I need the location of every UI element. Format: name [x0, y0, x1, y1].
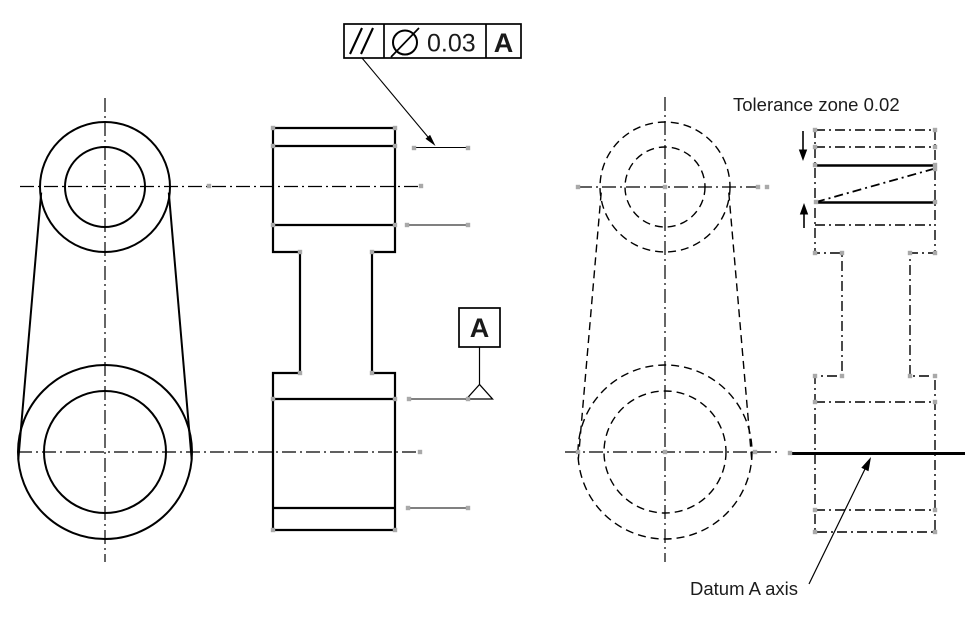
grip-handle	[465, 396, 471, 402]
grip-handle	[392, 143, 398, 149]
grip-handle	[662, 449, 668, 455]
grip-handle	[839, 373, 845, 379]
datum-triangle-icon	[465, 383, 494, 400]
grip-handle	[755, 184, 761, 190]
datum-axis-leader-line	[808, 468, 866, 585]
grip-handle	[465, 505, 471, 511]
upper-boss-outer-circle	[39, 121, 171, 253]
front-view-solid	[17, 98, 421, 562]
grip-handle	[392, 527, 398, 533]
grip-handle	[812, 529, 818, 535]
front-view-dashed	[565, 97, 780, 562]
grip-handle	[418, 183, 424, 189]
side-view-dashed	[814, 129, 936, 533]
grip-handle	[932, 199, 938, 205]
grip-handle	[812, 250, 818, 256]
feature-control-frame: 0.03 A	[343, 23, 522, 146]
side-view-outline	[271, 126, 397, 532]
upper-boss-hole-circle	[64, 146, 146, 228]
grip-handle	[411, 145, 417, 151]
lower-boss-hole-circle	[43, 390, 167, 514]
fcf-tolerance-value: 0.03	[427, 30, 476, 58]
grip-handle	[907, 373, 913, 379]
selection-grips	[206, 125, 938, 535]
grip-handle	[813, 199, 819, 205]
datum-axis-callout: Datum A axis	[690, 452, 965, 599]
down-arrow-icon	[798, 131, 808, 161]
fcf-border	[343, 23, 522, 59]
lower-boss-outer-circle	[577, 364, 753, 540]
grip-handle	[932, 250, 938, 256]
grip-handle	[270, 527, 276, 533]
upper-boss-outer-circle	[599, 121, 731, 253]
grip-handle	[752, 449, 758, 455]
grip-handle	[392, 396, 398, 402]
upper-boss-hole-circle	[624, 146, 706, 228]
fcf-datum-reference: A	[494, 28, 514, 58]
grip-handle	[369, 370, 375, 376]
grip-handle	[812, 144, 818, 150]
up-arrow-icon	[799, 203, 809, 228]
fcf-leader-line	[361, 57, 434, 144]
grip-handle	[932, 529, 938, 535]
grip-handle	[392, 222, 398, 228]
grip-handle	[662, 184, 668, 190]
grip-handle	[812, 162, 818, 168]
grip-handle	[575, 449, 581, 455]
left-tangent-edge	[577, 192, 602, 460]
grip-handle	[404, 222, 410, 228]
grip-handle	[575, 184, 581, 190]
tolerance-zone-callout: Tolerance zone 0.02	[733, 94, 936, 228]
grip-handle	[932, 127, 938, 133]
grip-handle	[270, 125, 276, 131]
grip-handle	[932, 373, 938, 379]
grip-handle	[270, 143, 276, 149]
datum-feature-symbol: A	[458, 307, 501, 400]
grip-handle	[932, 162, 938, 168]
grip-handle	[297, 370, 303, 376]
datum-axis-arrowhead-icon	[861, 457, 871, 472]
grip-handle	[206, 183, 212, 189]
grip-handle	[787, 450, 793, 456]
left-tangent-edge	[17, 192, 43, 460]
grip-handle	[406, 396, 412, 402]
grip-handle	[932, 507, 938, 513]
grip-handle	[812, 399, 818, 405]
right-tangent-edge	[728, 192, 753, 460]
fcf-leader-arrowhead-icon	[425, 134, 436, 146]
grip-handle	[932, 399, 938, 405]
grip-handle	[405, 505, 411, 511]
datum-label: A	[470, 313, 490, 343]
side-view-solid	[271, 126, 490, 532]
datum-axis-label: Datum A axis	[690, 578, 798, 599]
grip-handle	[812, 373, 818, 379]
grip-handle	[465, 145, 471, 151]
grip-handle	[297, 249, 303, 255]
parallelism-icon	[349, 27, 374, 55]
grip-handle	[270, 222, 276, 228]
grip-handle	[907, 250, 913, 256]
grip-handle	[764, 184, 770, 190]
grip-handle	[369, 249, 375, 255]
tolerance-zone-label: Tolerance zone 0.02	[733, 94, 900, 115]
grip-handle	[812, 127, 818, 133]
grip-handle	[270, 396, 276, 402]
grip-handle	[932, 166, 938, 172]
diameter-icon	[390, 27, 420, 58]
grip-handle	[417, 449, 423, 455]
grip-handle	[392, 125, 398, 131]
grip-handle	[839, 250, 845, 256]
lower-boss-hole-circle	[603, 390, 727, 514]
actual-axis-line	[815, 167, 936, 203]
right-tangent-edge	[167, 192, 193, 460]
grip-handle	[812, 507, 818, 513]
grip-handle	[465, 222, 471, 228]
grip-handle	[932, 144, 938, 150]
side-view-outline	[814, 129, 936, 533]
